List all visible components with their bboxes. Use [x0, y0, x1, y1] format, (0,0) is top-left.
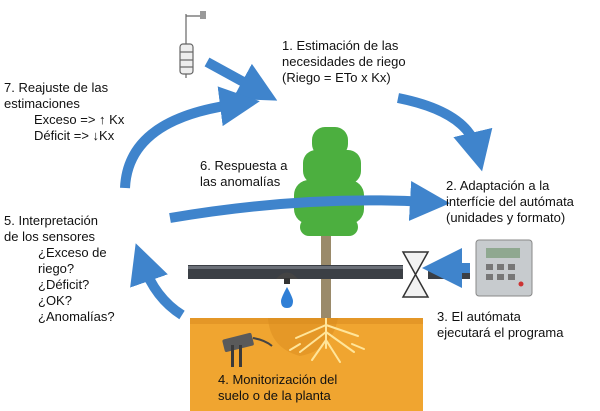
arrow-estimation-to-adaptation [397, 93, 493, 172]
step-2-adaptation-label: 2. Adaptación a la interfície del autóma… [446, 178, 574, 225]
step-6-response-label: 6. Respuesta a las anomalías [200, 158, 288, 189]
arrow-monitoring-to-interpretation [130, 243, 185, 320]
tree-icon [294, 127, 364, 318]
step-4-monitoring-label: 4. Monitorización del suelo o de la plan… [218, 372, 338, 403]
step-5-interpretation-label: 5. Interpretación de los sensores ¿Exces… [4, 213, 115, 324]
arrow-anomalies-response [169, 181, 450, 223]
weather-station-icon [179, 11, 206, 78]
cycle-arrows [120, 57, 493, 320]
valve-icon [401, 251, 430, 298]
plant-roots [289, 317, 365, 363]
soil-sensor-icon [222, 332, 273, 367]
dripper-icon [276, 272, 298, 308]
step-1-estimation-label: 1. Estimación de las necesidades de rieg… [282, 38, 406, 85]
step-3-controller-label: 3. El autómata ejecutará el programa [437, 309, 564, 340]
step-7-readjustment-label: 7. Reajuste de las estimaciones Exceso =… [4, 80, 125, 143]
irrigation-controller-icon [475, 239, 533, 297]
irrigation-pipe [188, 265, 470, 279]
arrow-station-to-estimation [204, 57, 278, 101]
arrow-interpretation-to-readjustment [120, 86, 260, 189]
